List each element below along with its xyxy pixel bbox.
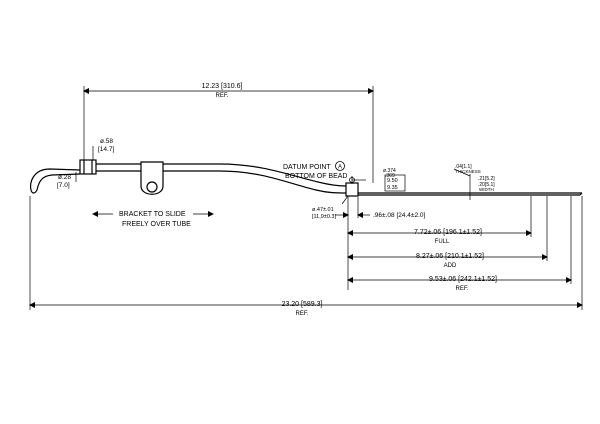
tube-upper bbox=[96, 163, 347, 187]
dim-96: .96±.08 [24.4±2.0] bbox=[373, 212, 426, 219]
datum-line1: DATUM POINT bbox=[283, 164, 331, 171]
handle-loop bbox=[29, 168, 81, 194]
add-dim: 8.27±.06 [210.1±1.52] bbox=[416, 253, 484, 260]
extension-lines bbox=[29, 86, 583, 310]
dia-935: 9.35 bbox=[387, 185, 398, 191]
bead bbox=[345, 182, 359, 197]
bracket-line2: FREELY OVER TUBE bbox=[122, 221, 191, 228]
overall-top-dim: 12.23 [310.6] bbox=[202, 83, 243, 90]
tube-lower bbox=[96, 170, 347, 194]
overall-top-ref: REF. bbox=[215, 93, 228, 99]
overall-bottom-ref: REF. bbox=[295, 311, 308, 317]
dia-374: ø.374 bbox=[383, 168, 396, 174]
ferrule bbox=[79, 159, 97, 175]
bracket-hole bbox=[146, 181, 158, 193]
thick-04: .04[1.1] bbox=[455, 164, 472, 170]
dipstick-part bbox=[29, 159, 583, 197]
dimension-lines bbox=[29, 88, 583, 308]
dia-950: 9.50 bbox=[387, 178, 398, 184]
ref-dim: 9.53±.06 [242.1±1.52] bbox=[429, 276, 497, 283]
dia-47: ø.47±.01 bbox=[312, 207, 334, 213]
add-label: ADD bbox=[444, 263, 457, 269]
bracket-line1: BRACKET TO SLIDE bbox=[119, 211, 186, 218]
ref-label: REF. bbox=[455, 286, 468, 292]
datum-marker bbox=[349, 176, 355, 184]
dia-369: .369 bbox=[385, 173, 395, 179]
dia-58-mm: [14.7] bbox=[98, 146, 114, 153]
full-dim: 7.72±.06 [196.1±1.52] bbox=[414, 229, 482, 236]
dia-28-mm: [7.0] bbox=[57, 182, 70, 189]
width-label: WIDTH bbox=[479, 187, 494, 192]
labels: 12.23 [310.6] REF. ø.58 [14.7] ø.28 [7.0… bbox=[57, 83, 497, 317]
full-label: FULL bbox=[435, 239, 450, 245]
datum-line2: BOTTOM OF BEAD bbox=[285, 173, 348, 180]
width-21: .21[5.2] bbox=[478, 176, 495, 182]
dia-47-mm: [11,9±0.3] bbox=[312, 214, 336, 220]
dia-28: ø.28 bbox=[58, 174, 71, 181]
width-20: .20[5.1] bbox=[478, 182, 495, 188]
datum-symbol: A bbox=[338, 165, 342, 171]
overall-bottom-dim: 23.20 [589.3] bbox=[282, 301, 323, 308]
dia-58: ø.58 bbox=[100, 138, 113, 145]
bracket bbox=[140, 161, 164, 195]
thickness-label: THICKNESS bbox=[455, 169, 481, 174]
datum-symbol-circle bbox=[335, 161, 345, 171]
diameter-box bbox=[384, 174, 406, 192]
